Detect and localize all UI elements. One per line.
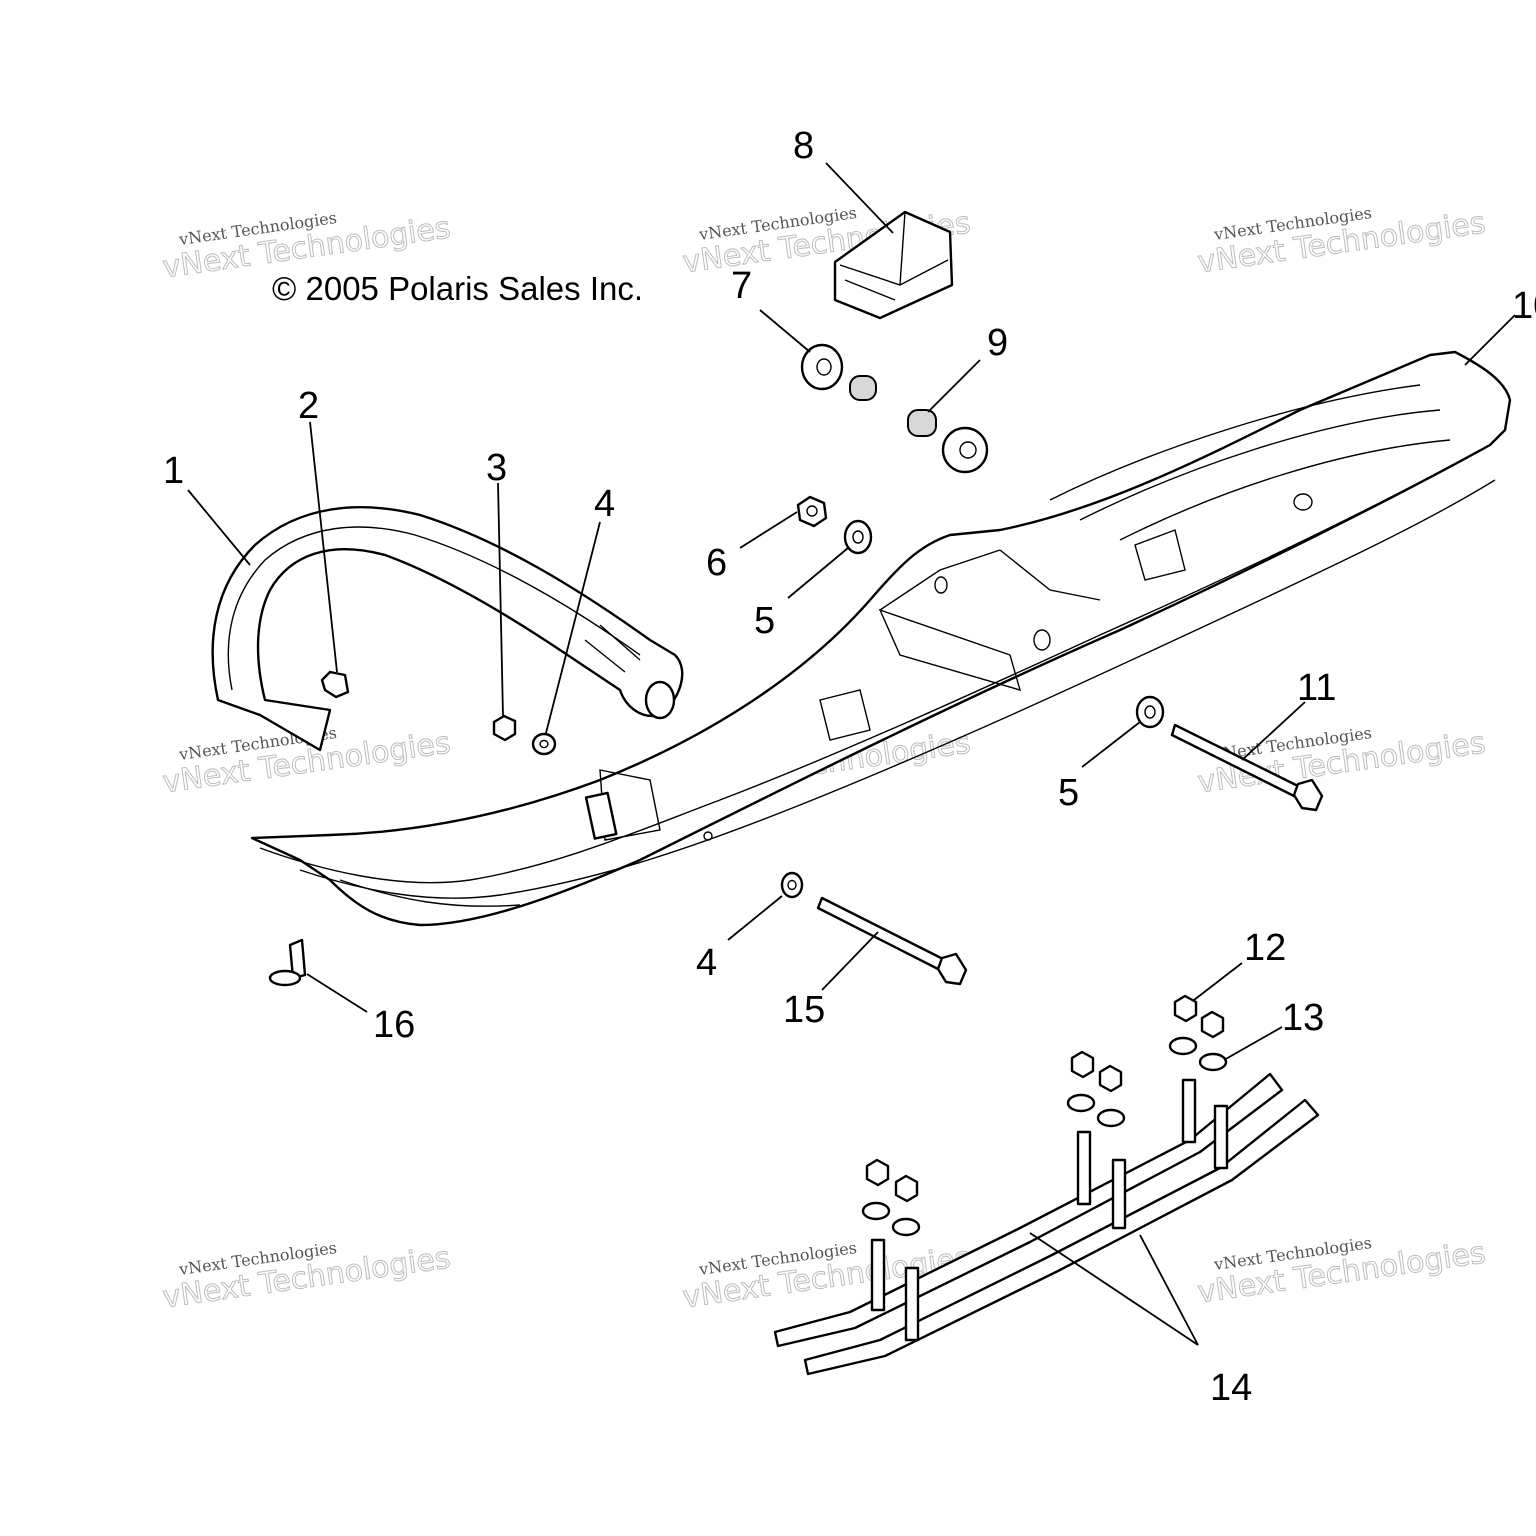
part-9-bushing: [907, 409, 989, 474]
watermark-bottom-right: vNext Technologies vNext Technologies: [1195, 1233, 1488, 1311]
part-4-washer: [531, 732, 557, 756]
callout-3: 3: [486, 447, 507, 489]
part-3-nut: [492, 714, 517, 742]
callout-11: 11: [1297, 667, 1336, 709]
watermark-mid-right: vNext Technologies vNext Technologies: [1195, 723, 1488, 801]
part-14-runners: [773, 1072, 1320, 1376]
part-16-bolt: [268, 938, 307, 987]
watermark-bottom-center: vNext Technologies vNext Technologies: [680, 1238, 973, 1316]
callout-12: 12: [1244, 927, 1286, 969]
part-2-clip: [320, 670, 350, 699]
part-7-bushing: [800, 343, 877, 401]
callout-6: 6: [706, 542, 727, 584]
callout-8: 8: [793, 125, 814, 167]
part-13-washers: [861, 1036, 1228, 1237]
callout-labels: 1 2 3 4 5 6 7 8 9 10 11 12 13 4 5 14 15 …: [163, 125, 1536, 1409]
part-1-ski-loop: [211, 506, 684, 752]
part-4-washer-lower: [780, 871, 804, 899]
callout-4-lower: 4: [696, 942, 717, 984]
callout-7: 7: [731, 265, 752, 307]
callout-5: 5: [754, 600, 775, 642]
part-12-nuts: [865, 994, 1225, 1203]
callout-1: 1: [163, 450, 184, 492]
callout-14: 14: [1210, 1367, 1252, 1409]
part-5-washer-lower: [1135, 695, 1165, 729]
callout-9: 9: [987, 322, 1008, 364]
part-6-nut: [796, 495, 828, 528]
watermark-top-right: vNext Technologies vNext Technologies: [1195, 203, 1488, 281]
part-8-wear-pad: [833, 210, 954, 320]
part-15-bolt: [816, 896, 968, 986]
callout-13: 13: [1282, 997, 1324, 1039]
callout-15: 15: [783, 989, 825, 1031]
part-11-bolt: [1170, 723, 1324, 812]
callout-4: 4: [594, 483, 615, 525]
part-5-washer: [843, 519, 873, 555]
callout-10: 10: [1512, 285, 1536, 327]
part-10-ski: [250, 350, 1512, 927]
callout-2: 2: [298, 385, 319, 427]
callout-5-lower: 5: [1058, 772, 1079, 814]
callout-16: 16: [373, 1004, 415, 1046]
copyright-notice: © 2005 Polaris Sales Inc.: [272, 270, 643, 307]
leader-lines: [187, 162, 1516, 1346]
watermark-bottom-left: vNext Technologies vNext Technologies: [160, 1238, 453, 1316]
